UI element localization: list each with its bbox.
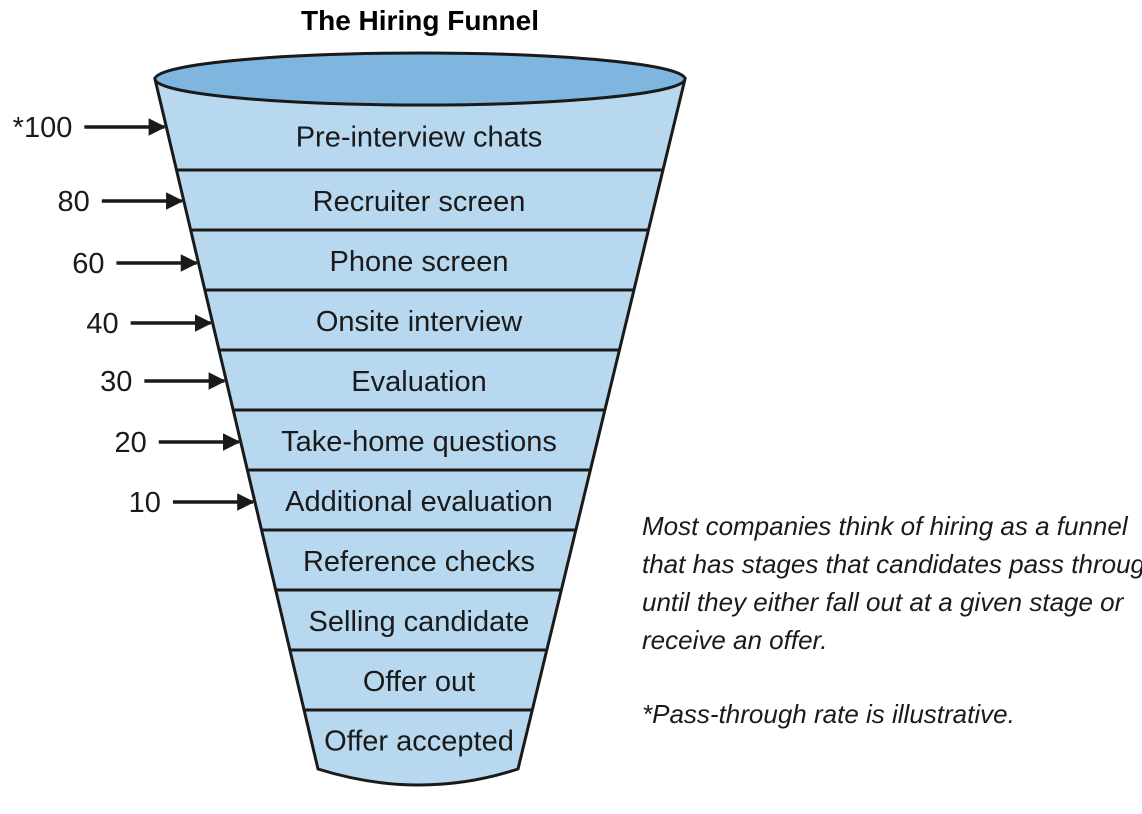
note-line: receive an offer.: [642, 625, 827, 655]
stage-label: Additional evaluation: [285, 486, 553, 518]
rate-label: 30: [100, 366, 132, 398]
stage-label: Phone screen: [330, 246, 509, 278]
note-line: until they either fall out at a given st…: [642, 587, 1125, 617]
stage-label: Pre-interview chats: [296, 122, 543, 154]
rate-label: 10: [129, 487, 161, 519]
stage-label: Reference checks: [303, 546, 535, 578]
rate-label: 20: [114, 427, 146, 459]
stage-label: Evaluation: [351, 366, 486, 398]
rate-label: 80: [58, 186, 90, 218]
stage-label: Onsite interview: [316, 306, 523, 338]
stage-label: Offer accepted: [324, 726, 514, 758]
pass-through-rates: *100 80 60 40 30 20 10: [13, 112, 255, 519]
rate-label: 40: [86, 308, 118, 340]
rate-label: 60: [72, 248, 104, 280]
footnote: *Pass-through rate is illustrative.: [642, 699, 1015, 729]
note-line: Most companies think of hiring as a funn…: [642, 511, 1129, 541]
funnel-body: [153, 77, 687, 787]
stage-label: Recruiter screen: [313, 186, 526, 218]
diagram-title: The Hiring Funnel: [301, 5, 539, 36]
stage-label: Selling candidate: [309, 606, 530, 638]
note-line: that has stages that candidates pass thr…: [642, 549, 1142, 579]
stage-label: Take-home questions: [281, 426, 557, 458]
explanation-note: Most companies think of hiring as a funn…: [642, 511, 1142, 729]
stage-label: Offer out: [363, 666, 475, 698]
rate-label: *100: [13, 112, 73, 144]
funnel-rim: [153, 51, 687, 107]
